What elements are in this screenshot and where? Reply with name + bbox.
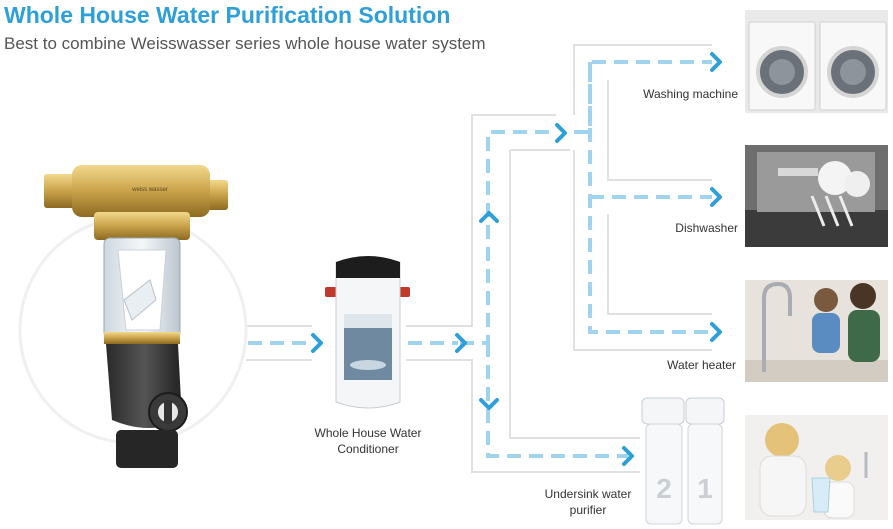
flow-arrow-right-icon [311, 333, 323, 353]
flow-arrow-right-icon [710, 322, 722, 342]
pipe-outlines [246, 44, 712, 473]
conditioner-image [325, 256, 410, 409]
flow-arrow-right-icon [555, 123, 567, 143]
undersink-label: Undersink water purifier [532, 486, 644, 518]
flow-arrow-right-icon [622, 446, 634, 466]
undersink-purifier-image: 2 1 [641, 397, 725, 525]
flow-arrow-up-icon [479, 211, 499, 223]
flow-arrow-right-icon [455, 333, 467, 353]
flow-arrow-right-icon [710, 52, 722, 72]
undersink-label-line1: Undersink water [544, 487, 632, 501]
washing-machine-photo [745, 10, 888, 113]
undersink-label-line2: purifier [569, 503, 607, 517]
page-title: Whole House Water Purification Solution [4, 2, 451, 28]
flow-arrow-down-icon [479, 398, 499, 410]
flow-lines [248, 60, 712, 458]
page-subtitle: Best to combine Weisswasser series whole… [4, 34, 486, 53]
prefilter-brand: weiss wasser [131, 187, 168, 193]
stage-2-number: 2 [656, 473, 672, 504]
washing-machine-label: Washing machine [643, 87, 738, 101]
water-heater-photo [745, 280, 888, 382]
conditioner-label-line1: Whole House Water [314, 426, 422, 440]
stage-1-number: 1 [697, 473, 713, 504]
flow-arrow-right-icon [710, 187, 722, 207]
undersink-photo [745, 415, 888, 520]
conditioner-label-line2: Conditioner [337, 442, 399, 456]
dishwasher-photo [745, 145, 888, 247]
conditioner-label: Whole House Water Conditioner [296, 425, 440, 457]
water-heater-label: Water heater [667, 358, 736, 372]
prefilter-image: weiss wasser [44, 165, 228, 468]
dishwasher-label: Dishwasher [675, 221, 738, 235]
